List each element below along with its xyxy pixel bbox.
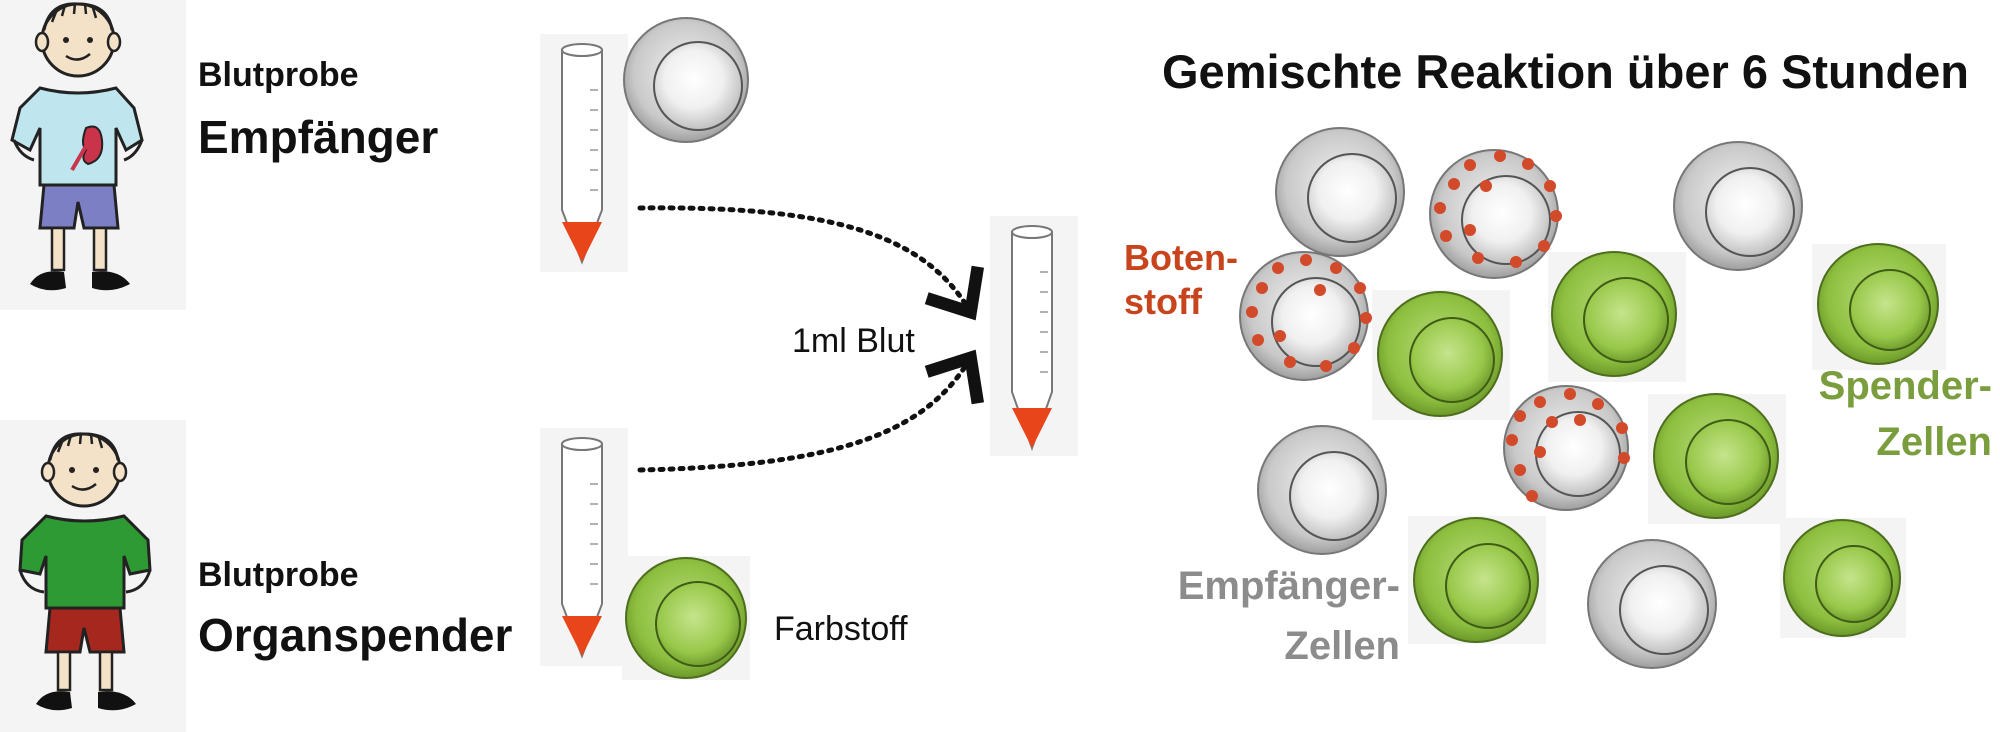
recipient-to-mix-arrow xyxy=(637,205,984,321)
donor-cell xyxy=(1648,393,1786,524)
donor-to-mix-arrow xyxy=(637,349,984,473)
donor-test-tube xyxy=(540,428,628,666)
reaction-cells xyxy=(1239,127,1946,669)
donor-cells-label: Spender- Zellen xyxy=(1818,364,1992,464)
donor-cell xyxy=(1408,516,1546,644)
recipient-cell-with-messenger xyxy=(1503,385,1630,511)
messenger-label: Boten- stoff xyxy=(1124,237,1238,322)
recipient-test-tube xyxy=(540,34,628,272)
mixed-test-tube xyxy=(990,216,1078,456)
donor-person-illustration xyxy=(0,420,186,732)
donor-cell xyxy=(1372,290,1510,420)
dye-label: Farbstoff xyxy=(774,610,908,648)
donor-role-label: Organspender xyxy=(198,609,513,661)
recipient-cell xyxy=(1275,127,1405,257)
donor-cell xyxy=(1548,251,1686,382)
recipient-sample-label: Blutprobe xyxy=(198,56,359,94)
blood-volume-label: 1ml Blut xyxy=(792,322,915,360)
recipient-role-label: Empfänger xyxy=(198,111,439,163)
recipient-sample-cell xyxy=(623,17,749,143)
reaction-title: Gemischte Reaktion über 6 Stunden xyxy=(1162,45,1970,98)
recipient-cell xyxy=(1257,425,1387,555)
donor-sample-cell xyxy=(622,556,750,680)
recipient-cell xyxy=(1673,141,1803,271)
recipient-cells-label: Empfänger- Zellen xyxy=(1177,564,1400,668)
donor-sample-label: Blutprobe xyxy=(198,556,359,594)
donor-cell xyxy=(1812,243,1946,370)
recipient-cell-with-messenger xyxy=(1239,251,1372,381)
recipient-person-illustration xyxy=(0,0,186,310)
recipient-cell xyxy=(1587,539,1717,669)
recipient-cell-with-messenger xyxy=(1429,149,1562,279)
donor-cell xyxy=(1780,518,1906,638)
